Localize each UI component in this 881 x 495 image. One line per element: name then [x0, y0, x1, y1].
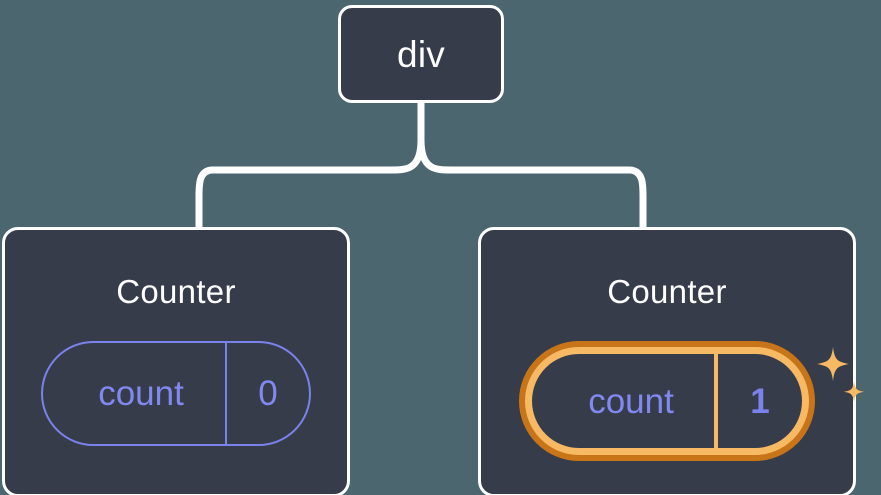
tree-node-counter-left[interactable]: Counter count 0: [2, 227, 350, 495]
state-pill-right-core: count 1: [532, 354, 802, 448]
state-pill-right-wrapper: count 1: [519, 341, 865, 461]
sparkle-small-icon: [843, 381, 865, 403]
tree-node-counter-left-label: Counter: [116, 273, 236, 310]
state-pill-left-wrapper: count 0: [41, 341, 311, 446]
sparkle-large-icon: [817, 347, 849, 381]
state-pill-left[interactable]: count 0: [41, 341, 311, 446]
state-pill-left-value: 0: [225, 343, 309, 444]
tree-node-div[interactable]: div: [338, 5, 504, 103]
tree-node-counter-right-label: Counter: [607, 273, 727, 310]
state-pill-right[interactable]: count 1: [519, 341, 815, 461]
state-pill-left-key: count: [98, 374, 184, 413]
tree-node-counter-right[interactable]: Counter count 1: [478, 227, 865, 495]
state-pill-right-value: 1: [714, 354, 802, 448]
state-pill-right-key: count: [588, 381, 674, 421]
sparkle-group: [817, 347, 865, 403]
connector-to-counter-left: [195, 136, 425, 233]
tree-node-div-label: div: [397, 33, 445, 75]
connector-to-counter-right: [417, 136, 647, 233]
state-pill-right-inner-ring: count 1: [525, 347, 809, 455]
